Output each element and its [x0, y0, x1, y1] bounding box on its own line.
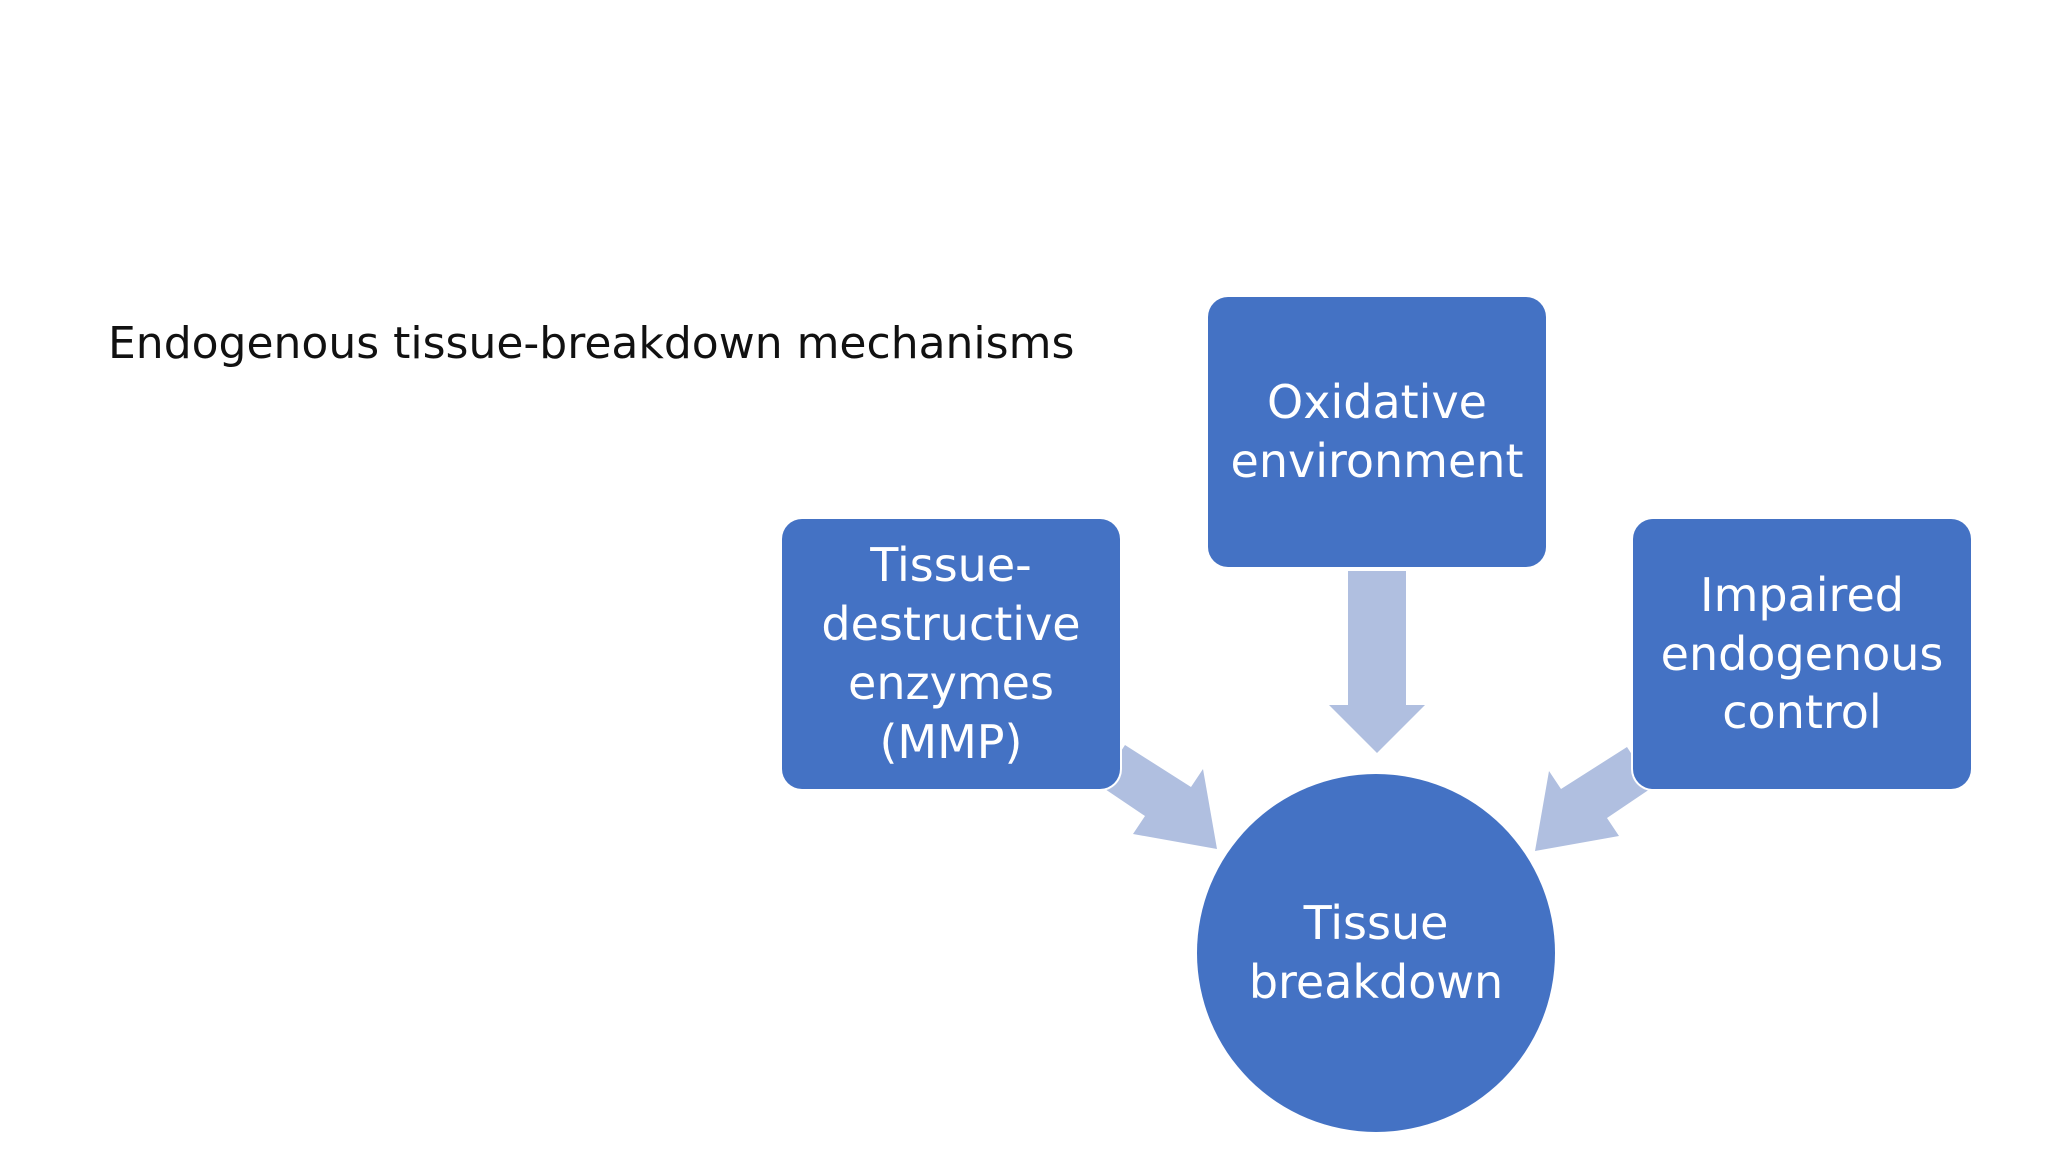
node-tissue-destructive-enzymes: Tissue-destructive enzymes (MMP): [782, 519, 1120, 789]
arrow-enzymes-to-breakdown: [1099, 745, 1217, 849]
page-title: Endogenous tissue-breakdown mechanisms: [108, 318, 1075, 369]
arrow-impaired-to-breakdown: [1535, 747, 1653, 851]
node-impaired-endogenous-control: Impaired endogenous control: [1633, 519, 1971, 789]
node-label: Oxidative environment: [1230, 375, 1524, 488]
node-tissue-breakdown: Tissue breakdown: [1197, 774, 1555, 1132]
arrow-oxidative-to-breakdown: [1329, 571, 1425, 753]
node-label: Impaired endogenous control: [1660, 567, 1944, 740]
outcome-label: Tissue breakdown: [1248, 896, 1504, 1009]
node-oxidative-environment: Oxidative environment: [1208, 297, 1546, 567]
node-label: Tissue-destructive enzymes (MMP): [821, 538, 1081, 769]
